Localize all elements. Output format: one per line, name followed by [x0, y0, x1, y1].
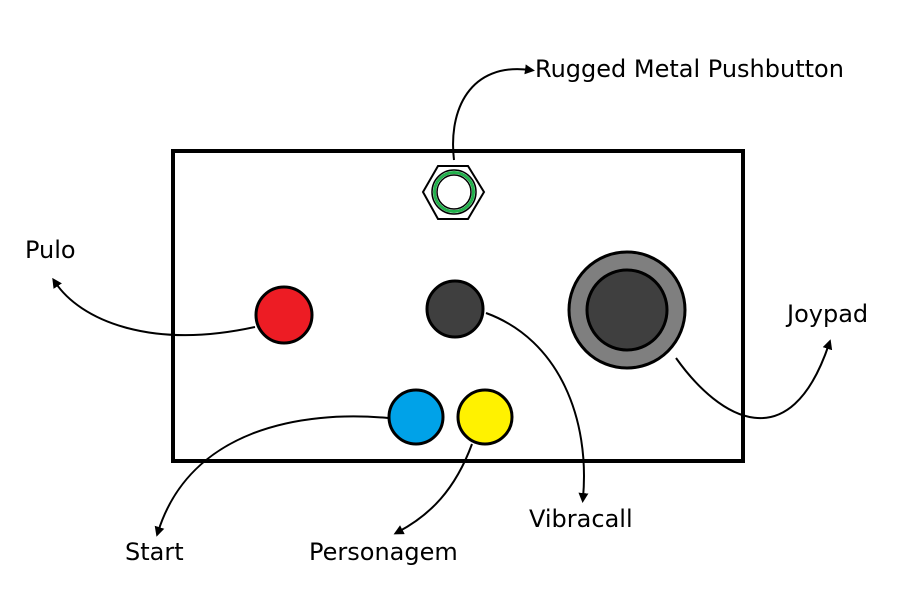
vibracall-arrow: [485, 312, 589, 503]
start-arrow: [154, 415, 389, 537]
pushbutton-arrow: [452, 64, 535, 161]
label-pulo: Pulo: [25, 236, 76, 264]
joypad-arrow: [675, 339, 833, 420]
label-pushbutton: Rugged Metal Pushbutton: [535, 55, 844, 83]
pulo-button-icon: [254, 285, 314, 345]
label-start: Start: [125, 538, 184, 566]
label-personagem: Personagem: [309, 538, 458, 566]
start-button-icon: [387, 388, 445, 446]
label-joypad: Joypad: [787, 300, 869, 328]
vibracall-motor-icon: [425, 279, 485, 339]
joypad-icon: [567, 250, 687, 370]
label-vibracall: Vibracall: [529, 505, 633, 533]
rugged-pushbutton-icon: [421, 165, 486, 220]
pulo-arrow: [52, 277, 256, 337]
enclosure-box: [171, 149, 745, 463]
personagem-button-icon: [456, 388, 514, 446]
personagem-arrow: [393, 443, 473, 535]
